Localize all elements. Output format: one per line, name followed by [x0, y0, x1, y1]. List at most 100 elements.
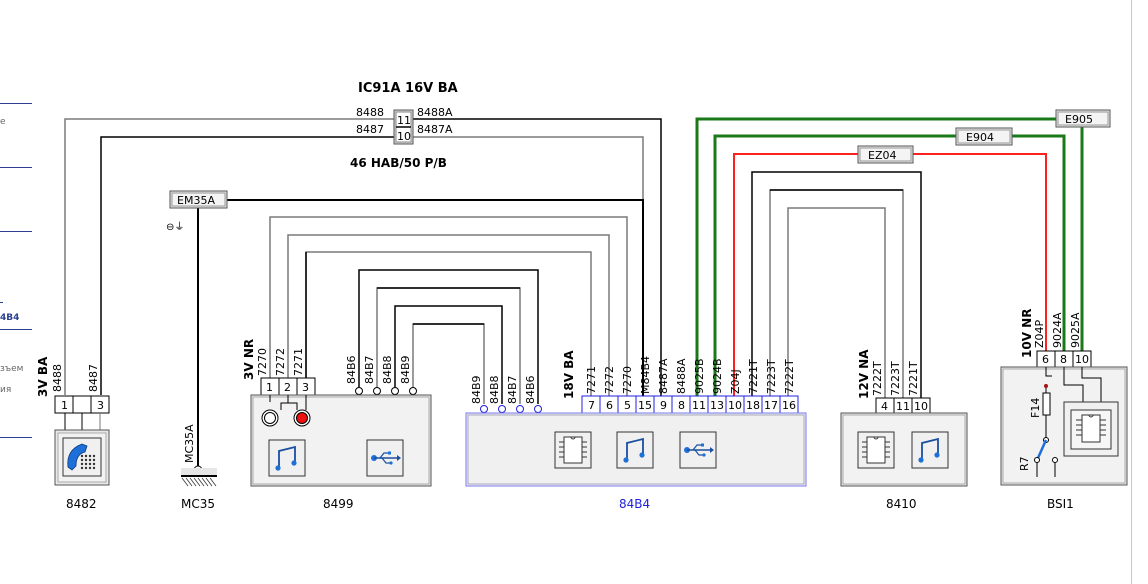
svg-text:84B8: 84B8 [381, 355, 394, 384]
svg-text:6: 6 [1042, 353, 1049, 366]
wire-7272 [287, 234, 610, 396]
wire-label-8487a: 8487A [417, 123, 453, 136]
svg-text:7221T: 7221T [907, 361, 920, 396]
svg-text:11: 11 [896, 400, 910, 413]
svg-text:7222T: 7222T [871, 361, 884, 396]
svg-text:1: 1 [266, 381, 273, 394]
component-name: 84B4 [619, 497, 650, 511]
wire-8488 [64, 118, 662, 396]
chip-icon [1063, 401, 1119, 457]
pin-number: 13 [710, 399, 724, 412]
connector-label: 18V BA [562, 350, 576, 399]
wire-label: 7223T [765, 359, 778, 394]
wire-7270 [269, 216, 628, 396]
wire-label: 8488 [51, 364, 64, 392]
music-note-icon [268, 439, 306, 477]
component-8410[interactable]: 12V NA 7222T 7223T 7221T 4 11 10 8410 [840, 349, 968, 511]
wire-label: 7222T [783, 359, 796, 394]
splice-e905[interactable]: E905 [1055, 109, 1111, 128]
wire-label: 8488A [675, 358, 688, 394]
pin-number: 16 [782, 399, 796, 412]
wire-label-8488: 8488 [356, 106, 384, 119]
component-bsi1[interactable]: 10V NR Z04P 9024A 9025A 6 8 10 F14 [1000, 309, 1128, 511]
connector-label: 3V NR [242, 339, 256, 380]
svg-text:84B9: 84B9 [399, 355, 412, 384]
inline-connector-ic91a[interactable]: IC91A 16V BA 11 10 8488 8487 8488A 8487A… [350, 81, 458, 170]
pin-number: 18 [746, 399, 760, 412]
pin-number: 8 [678, 399, 685, 412]
wire-em35a [197, 199, 644, 466]
wire-label: 7270 [621, 366, 634, 394]
wire-9024 [713, 134, 1066, 396]
sidebar-item[interactable]: е [0, 117, 6, 127]
wire-label-8487: 8487 [356, 123, 384, 136]
pin-number: 7 [588, 399, 595, 412]
pin-11: 11 [397, 114, 411, 127]
svg-text:84B7: 84B7 [363, 355, 376, 384]
scrollbar-track[interactable] [1131, 0, 1132, 584]
sidebar-divider [0, 437, 32, 438]
sidebar-item[interactable]: зъем [0, 364, 24, 374]
svg-text:84B8: 84B8 [488, 375, 501, 404]
svg-text:4: 4 [881, 400, 888, 413]
svg-text:8: 8 [1060, 353, 1067, 366]
svg-text:84B6: 84B6 [524, 375, 537, 404]
component-name: 8482 [66, 497, 97, 511]
fuse-icon [1042, 392, 1051, 416]
wire-label: 7271 [585, 366, 598, 394]
wire-label: 8487A [657, 358, 670, 394]
relay-label: R7 [1018, 456, 1031, 471]
svg-text:7223T: 7223T [889, 361, 902, 396]
pin-strip: 77271672725727015M84B498487A88488A119025… [581, 356, 799, 414]
sidebar-link-underline[interactable] [0, 302, 3, 303]
svg-text:2: 2 [284, 381, 291, 394]
sidebar-link-underline[interactable] [0, 231, 32, 232]
relay-icon [1034, 437, 1058, 477]
wire-label: 8487 [87, 364, 100, 392]
connector-label: 10V NR [1020, 309, 1034, 358]
svg-text:EZ04: EZ04 [868, 149, 896, 162]
component-8499[interactable]: 3V NR 7270 7272 7271 1 2 3 84B6 84B7 84B… [242, 339, 432, 511]
sidebar-item-84b4[interactable]: 4B4 [0, 313, 20, 323]
connector-title: IC91A 16V BA [358, 81, 458, 96]
pin-10: 10 [397, 130, 411, 143]
component-84b4[interactable]: 84B9 84B8 84B7 84B6 18V BA 7727167272572… [465, 350, 807, 511]
component-mc35[interactable]: MC35A MC35 [181, 424, 217, 511]
sidebar-divider [0, 329, 32, 330]
svg-text:E905: E905 [1065, 113, 1093, 126]
splice-ez04[interactable]: EZ04 [857, 145, 914, 164]
wire-84b6 [358, 269, 539, 404]
component-name: 8499 [323, 497, 354, 511]
svg-text:9025A: 9025A [1069, 312, 1082, 348]
svg-text:9024A: 9024A [1051, 312, 1064, 348]
svg-text:3: 3 [97, 399, 104, 412]
splice-em35a[interactable]: EM35A [169, 190, 228, 209]
splice-e904[interactable]: E904 [955, 127, 1013, 146]
chip-icon [857, 431, 895, 469]
wire-label: 7221T [747, 359, 760, 394]
component-name: 8410 [886, 497, 917, 511]
wire-84b8 [394, 305, 503, 404]
wire-label-8488a: 8488A [417, 106, 453, 119]
sidebar-divider [0, 167, 32, 168]
sidebar-divider [0, 103, 32, 104]
fuse-label: F14 [1029, 398, 1042, 418]
sidebar-nav: е 4B4 зъем ия [0, 0, 34, 584]
component-8482[interactable]: 3V BA 8488 8487 1 3 8482 [36, 356, 110, 511]
usb-icon [366, 439, 404, 477]
connector-subtitle: 46 HAB/50 P/B [350, 156, 447, 170]
wire-label: MC35A [183, 424, 196, 463]
svg-text:7272: 7272 [274, 348, 287, 376]
connector-label: 12V NA [857, 349, 871, 399]
wire-84b7 [376, 287, 521, 404]
wire-84b9 [412, 323, 485, 404]
svg-text:84B9: 84B9 [470, 375, 483, 404]
pin-number: 15 [638, 399, 652, 412]
wire-7222t [787, 207, 886, 398]
svg-text:Z04P: Z04P [1033, 319, 1046, 348]
sidebar-item[interactable]: ия [0, 385, 12, 395]
pin-number: 9 [660, 399, 667, 412]
svg-text:3: 3 [302, 381, 309, 394]
music-note-icon [616, 431, 654, 469]
wire-label: 7272 [603, 366, 616, 394]
